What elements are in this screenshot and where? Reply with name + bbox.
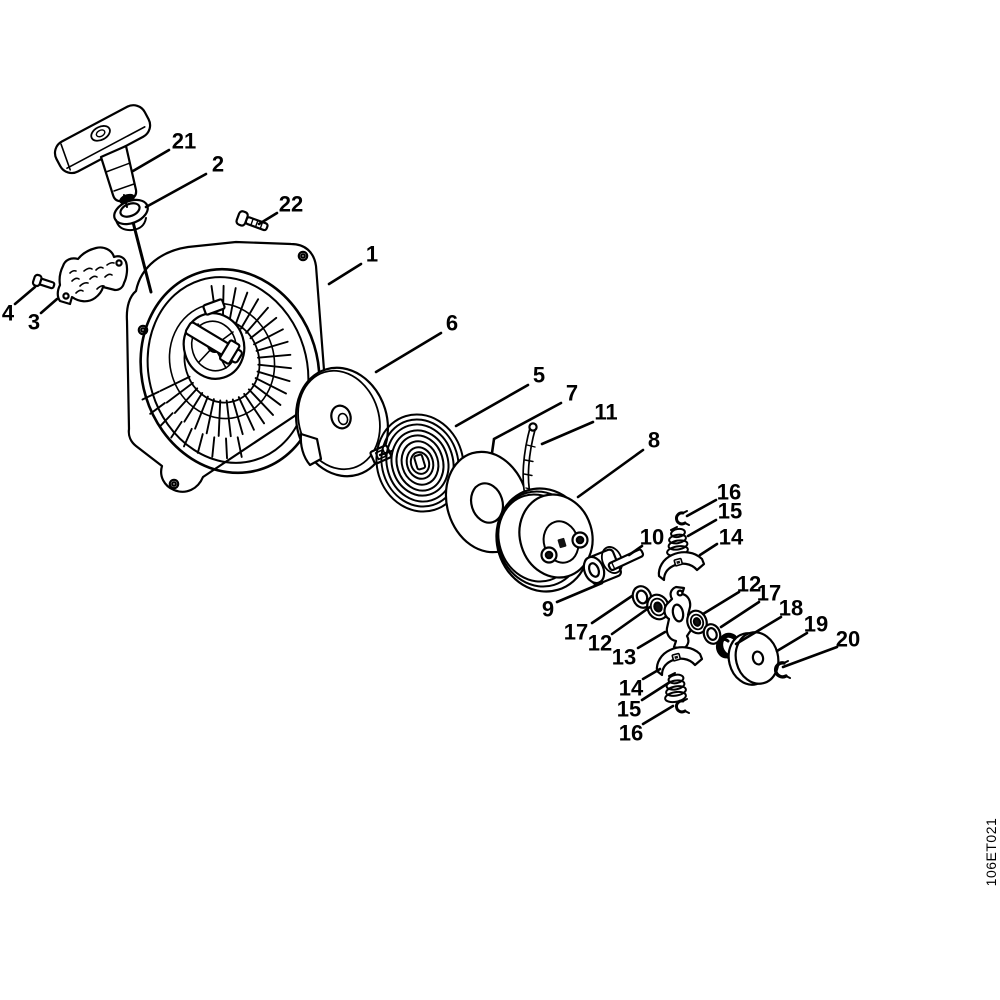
bushing-part	[582, 546, 624, 586]
callout-leader-18	[734, 615, 783, 646]
callout-label-11: 11	[594, 400, 617, 425]
callout-label-18: 18	[779, 596, 803, 621]
fan-fin	[196, 433, 204, 454]
callout-leader-2	[144, 172, 208, 209]
callout-label-16: 16	[619, 721, 643, 746]
spring-cover-part	[294, 366, 393, 478]
screw-4-part	[31, 273, 56, 290]
fan-fin	[236, 436, 243, 458]
callout-leader-7	[490, 401, 563, 455]
pawl-lower-part	[655, 646, 704, 677]
callout-label-1: 1	[366, 242, 378, 267]
callout-leader-6	[374, 331, 443, 374]
circlip-upper-part	[675, 510, 690, 526]
fan-housing-part	[125, 240, 327, 493]
callout-leader-16	[641, 704, 675, 726]
callout-leader-12	[610, 605, 652, 636]
callout-leader-15	[640, 680, 672, 702]
fan-fin	[225, 437, 228, 460]
callout-leader-11	[540, 420, 595, 446]
fan-fin	[170, 420, 183, 439]
washer-17-right-part	[702, 623, 722, 645]
callout-leader-17	[590, 594, 634, 625]
callout-label-14: 14	[619, 676, 644, 701]
starter-hub	[182, 298, 246, 380]
callout-leader-14	[698, 542, 719, 557]
starter-disc-part	[727, 631, 780, 686]
pawl-upper-part	[657, 551, 706, 582]
callout-leader-4	[13, 285, 37, 306]
callout-label-20: 20	[836, 627, 860, 652]
callout-label-14: 14	[719, 525, 744, 550]
callout-label-17: 17	[757, 581, 781, 606]
callout-label-10: 10	[640, 525, 664, 550]
starter-grip-part	[53, 104, 152, 205]
callout-label-21: 21	[172, 129, 196, 154]
rope-rotor-part	[495, 487, 594, 593]
callout-label-3: 3	[28, 310, 40, 335]
callout-label-12: 12	[737, 572, 761, 597]
emblem-plate-part	[56, 246, 129, 306]
callout-leader-12	[701, 590, 741, 616]
callout-label-22: 22	[279, 192, 303, 217]
callout-leader-5	[454, 383, 530, 428]
callout-leader-10	[627, 544, 644, 557]
callout-leader-13	[636, 630, 667, 650]
pin-part	[607, 548, 645, 572]
circlip-lower-part	[675, 698, 690, 714]
fan-fin	[158, 412, 174, 428]
callout-leader-3	[39, 297, 59, 315]
callout-leader-8	[576, 448, 645, 499]
callout-label-15: 15	[718, 499, 742, 524]
rewind-spring-part	[375, 413, 465, 513]
fan-fin	[211, 436, 216, 458]
callout-label-6: 6	[446, 311, 458, 336]
callout-leader-22	[257, 211, 279, 226]
callout-label-16: 16	[717, 480, 741, 505]
e-clip-part	[773, 660, 791, 679]
fan-fin	[183, 427, 193, 448]
fan-fin	[141, 390, 160, 401]
callout-leader-19	[775, 631, 809, 653]
pawl-spring-lower-part	[664, 672, 687, 704]
figure-code: 106ET021	[983, 818, 999, 887]
callout-leader-17	[719, 600, 761, 629]
callout-label-19: 19	[804, 612, 828, 637]
fan-fin	[149, 402, 166, 415]
callout-label-15: 15	[617, 697, 641, 722]
callout-leader-16	[685, 498, 718, 518]
callout-label-12: 12	[588, 631, 612, 656]
callout-label-5: 5	[533, 363, 545, 388]
screw-22-part	[235, 210, 269, 232]
callout-label-7: 7	[566, 381, 578, 406]
callout-label-2: 2	[212, 152, 224, 177]
starter-rope-upper	[131, 220, 153, 294]
callout-leader-14	[641, 667, 662, 681]
washer-12-right-part	[686, 609, 708, 635]
callout-leader-9	[555, 581, 604, 604]
callout-label-9: 9	[542, 597, 554, 622]
callout-leader-21	[131, 148, 171, 173]
callout-label-4: 4	[2, 301, 15, 326]
callout-leader-20	[781, 645, 839, 669]
callout-leader-15	[686, 518, 718, 538]
callout-label-8: 8	[648, 428, 660, 453]
emblem-texture	[69, 261, 115, 294]
callout-label-13: 13	[612, 645, 636, 670]
callout-label-17: 17	[564, 620, 588, 645]
callout-leader-1	[327, 262, 363, 286]
